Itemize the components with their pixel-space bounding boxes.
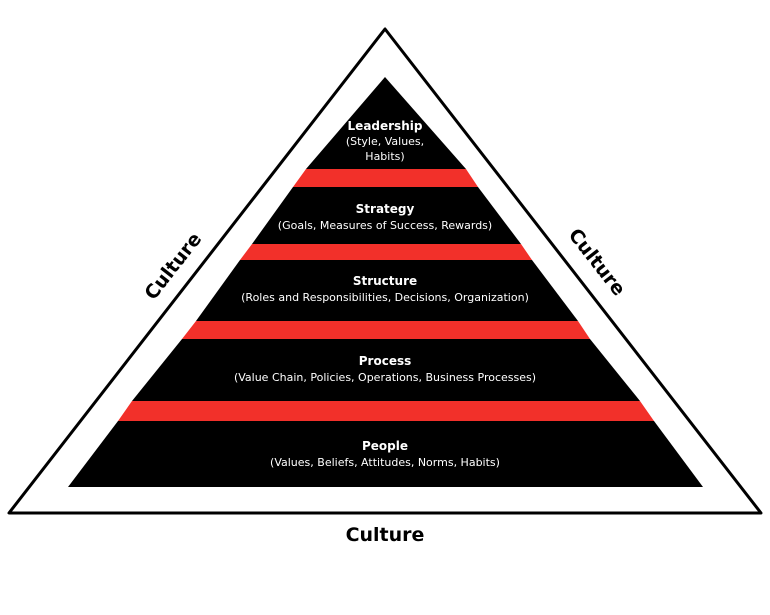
tier-leadership-subtitle-line-1: (Style, Values, — [346, 135, 424, 148]
tier-strategy-subtitle: (Goals, Measures of Success, Rewards) — [278, 219, 492, 232]
tier-structure — [196, 260, 578, 321]
tier-structure-title: Structure — [353, 274, 417, 288]
tier-process-title: Process — [359, 354, 412, 368]
tier-people-subtitle: (Values, Beliefs, Attitudes, Norms, Habi… — [270, 456, 500, 469]
outer-triangle — [7, 27, 763, 515]
tier-leadership-subtitle-line-2: Habits) — [365, 150, 404, 163]
connector-band-2 — [240, 244, 532, 260]
tier-leadership-title: Leadership — [348, 119, 423, 133]
culture-label-bottom: Culture — [346, 524, 425, 546]
connector-band-4 — [118, 401, 654, 421]
culture-label-left: Culture — [140, 228, 206, 304]
tier-process — [132, 339, 640, 401]
tier-strategy-title: Strategy — [356, 202, 415, 216]
tier-structure-subtitle: (Roles and Responsibilities, Decisions, … — [241, 291, 529, 304]
tier-leadership — [306, 77, 466, 169]
tier-strategy — [252, 187, 521, 244]
culture-label-right: Culture — [564, 224, 630, 300]
connector-band-1 — [293, 169, 478, 187]
connector-band-3 — [182, 321, 590, 339]
tier-people — [68, 421, 703, 487]
tier-process-subtitle: (Value Chain, Policies, Operations, Busi… — [234, 371, 536, 384]
tier-people-title: People — [362, 439, 408, 453]
